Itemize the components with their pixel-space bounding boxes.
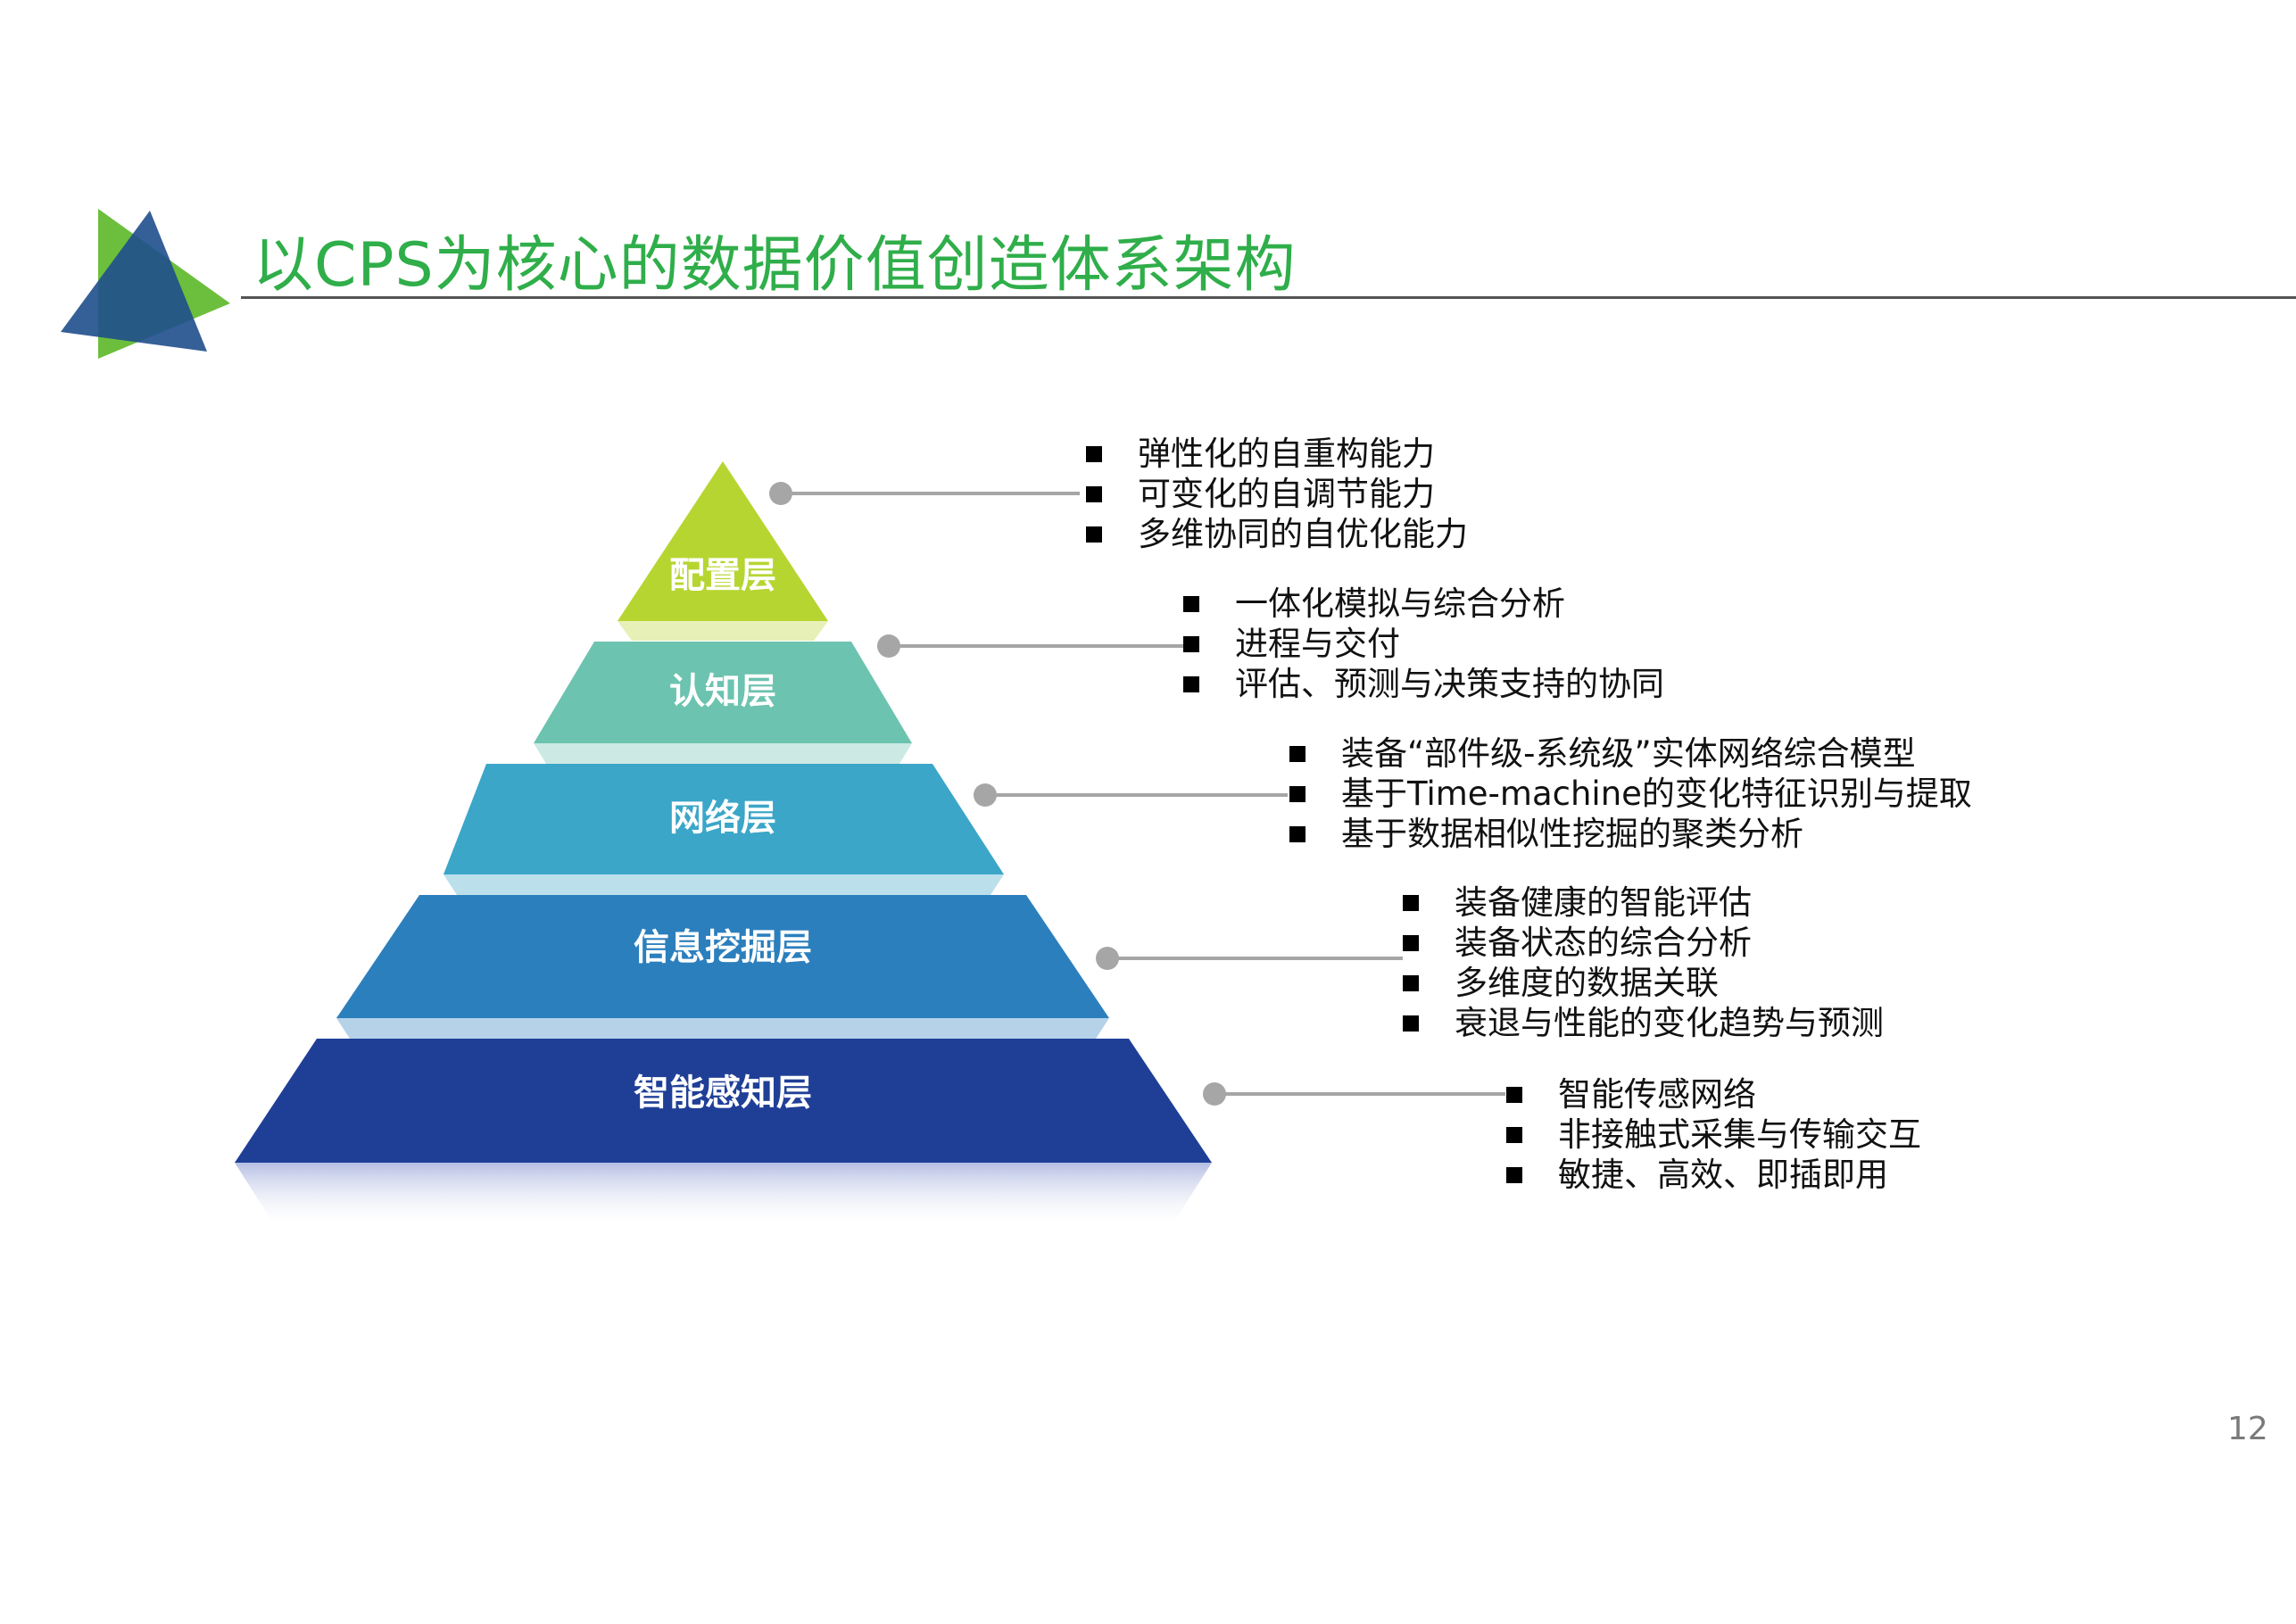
layer-shape-smart-sensing: [235, 1039, 1212, 1163]
layer-label-config: 配置层: [669, 555, 776, 596]
layer-reflection-network: [443, 874, 1004, 895]
list-item: 衰退与性能的变化趋势与预测: [1403, 1003, 1884, 1043]
bullets-config: 弹性化的自重构能力 可变化的自调节能力 多维协同的自优化能力: [1086, 434, 1468, 554]
layer-base-reflection: [235, 1163, 1212, 1230]
bullets-cognition: 一体化模拟与综合分析 进程与交付 评估、预测与决策支持的协同: [1183, 584, 1664, 704]
bullets-network: 装备“部件级-系统级”实体网络综合模型 基于Time-machine的变化特征识…: [1289, 733, 1972, 854]
list-item: 多维度的数据关联: [1403, 963, 1884, 1003]
list-item: 装备“部件级-系统级”实体网络综合模型: [1289, 733, 1972, 774]
list-item: 装备状态的综合分析: [1403, 923, 1884, 963]
page-number: 12: [2227, 1411, 2268, 1447]
bullets-smart-sensing: 智能传感网络 非接触式采集与传输交互 敏捷、高效、即插即用: [1506, 1074, 1921, 1195]
connector-dot-info-mining: [1096, 947, 1119, 970]
list-item: 多维协同的自优化能力: [1086, 514, 1468, 554]
list-item: 评估、预测与决策支持的协同: [1183, 664, 1664, 704]
layer-shape-cognition: [534, 642, 912, 743]
layer-shape-info-mining: [336, 895, 1109, 1018]
connector-network: [974, 783, 1288, 807]
list-item: 非接触式采集与传输交互: [1506, 1114, 1921, 1155]
bullets-info-mining: 装备健康的智能评估 装备状态的综合分析 多维度的数据关联 衰退与性能的变化趋势与…: [1403, 882, 1884, 1043]
connector-dot-smart-sensing: [1203, 1082, 1226, 1106]
connector-dot-cognition: [877, 634, 900, 658]
list-item: 装备健康的智能评估: [1403, 882, 1884, 923]
list-item: 敏捷、高效、即插即用: [1506, 1155, 1921, 1195]
list-item: 可变化的自调节能力: [1086, 474, 1468, 514]
slide-title: 以CPS为核心的数据价值创造体系架构: [253, 230, 1297, 301]
list-item: 基于数据相似性挖掘的聚类分析: [1289, 814, 1972, 854]
list-item: 进程与交付: [1183, 624, 1664, 664]
connector-info-mining: [1096, 947, 1403, 970]
pyramid-layer-smart-sensing: 智能感知层: [235, 1039, 1212, 1230]
layer-label-cognition: 认知层: [669, 671, 776, 712]
logo-triangles-icon: [61, 209, 230, 359]
list-item: 基于Time-machine的变化特征识别与提取: [1289, 774, 1972, 814]
logo-blue-triangle: [61, 211, 207, 352]
list-item: 弹性化的自重构能力: [1086, 434, 1468, 474]
list-item: 一体化模拟与综合分析: [1183, 584, 1664, 624]
connector-dot-config: [769, 482, 792, 505]
layer-shape-config: [618, 461, 828, 621]
pyramid-layer-info-mining: 信息挖掘层: [336, 895, 1109, 1039]
connector-cognition: [877, 634, 1187, 658]
layer-label-info-mining: 信息挖掘层: [634, 927, 812, 968]
layer-reflection-cognition: [534, 743, 912, 764]
layer-label-smart-sensing: 智能感知层: [634, 1073, 812, 1114]
list-item: 智能传感网络: [1506, 1074, 1921, 1114]
connector-smart-sensing: [1203, 1082, 1505, 1106]
layer-label-network: 网络层: [669, 798, 776, 839]
layer-reflection-config: [618, 621, 828, 641]
pyramid-layer-network: 网络层: [443, 764, 1004, 895]
connector-dot-network: [974, 783, 997, 807]
title-underline: [241, 296, 2296, 299]
pyramid-layer-config: 配置层: [618, 461, 828, 641]
layer-shape-network: [443, 764, 1004, 874]
layer-reflection-info-mining: [336, 1018, 1109, 1039]
pyramid-layer-cognition: 认知层: [534, 642, 912, 764]
connector-config: [769, 482, 1080, 505]
